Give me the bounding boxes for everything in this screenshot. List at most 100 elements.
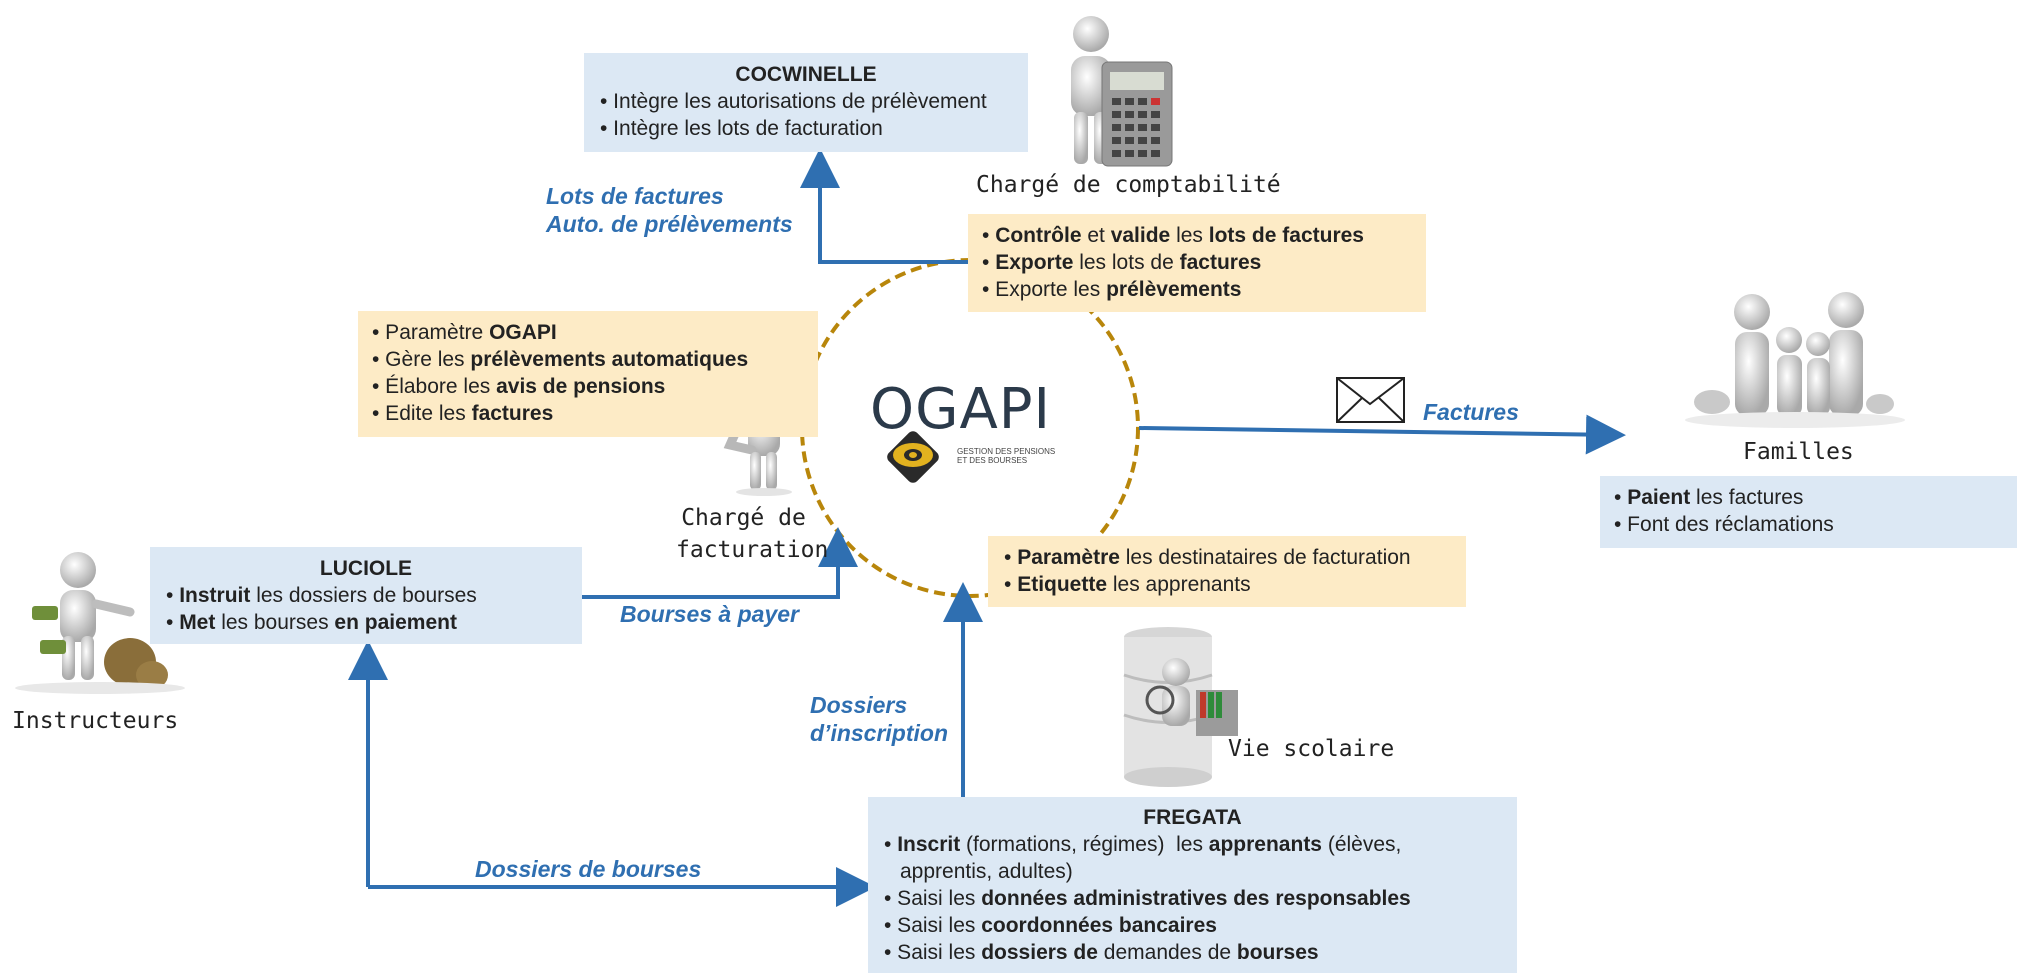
list-item: • Saisi les dossiers de demandes de bour…: [884, 939, 1517, 966]
fregata-title: FREGATA: [1143, 806, 1242, 829]
cocwinelle-title: COCWINELLE: [735, 63, 877, 86]
list-item-text: • Exporte les: [982, 278, 1107, 301]
list-item-bold-text: coordonnées bancaires: [981, 914, 1217, 937]
luciole-box: LUCIOLE • Instruit les dossiers de bours…: [150, 547, 582, 644]
list-item-bold-text: en paiement: [334, 611, 457, 634]
list-item-text: •: [1004, 546, 1018, 569]
ogapi-logo-emblem: [887, 431, 939, 483]
list-item-text: • Gère les: [372, 348, 471, 371]
flow-label-lots-line1: Lots de factures: [546, 183, 724, 209]
luciole-list: • Instruit les dossiers de bourses• Met …: [166, 582, 582, 636]
list-item-text: •: [166, 584, 180, 607]
list-item-text: les factures: [1690, 486, 1804, 509]
family-figure-icon: [1685, 292, 1905, 428]
list-item-bold-text: Instruit: [179, 584, 251, 607]
flow-label-dossiers-inscription: Dossiers d’inscription: [810, 691, 948, 747]
list-item-bold-text: Contrôle: [995, 224, 1082, 247]
ogapi-tagline: GESTION DES PENSIONS ET DES BOURSES: [957, 447, 1055, 465]
list-item: • Gère les prélèvements automatiques: [372, 346, 818, 373]
list-item-text: •: [982, 251, 996, 274]
list-item-bold-text: données administratives des responsables: [981, 887, 1411, 910]
flow-label-bourses-a-payer: Bourses à payer: [620, 601, 799, 627]
arrow-factures: [1138, 414, 1626, 455]
list-item-bold-text: valide: [1110, 224, 1171, 247]
list-item: • Instruit les dossiers de bourses: [166, 582, 582, 609]
list-item: apprentis, adultes): [884, 858, 1517, 885]
list-item-text: •: [1614, 486, 1628, 509]
list-item-text: • Paramètre: [372, 321, 490, 344]
actor-facturation-line2: facturation: [676, 537, 829, 563]
list-item-text: • Élabore les: [372, 375, 497, 398]
actor-facturation-line1: Chargé de: [681, 505, 806, 531]
list-item-bold-text: Etiquette: [1017, 573, 1108, 596]
list-item-text: (élèves,: [1322, 833, 1402, 856]
list-item: • Intègre les autorisations de prélèveme…: [600, 88, 1028, 115]
list-item: • Paient les factures: [1614, 484, 2017, 511]
cocwinelle-list: • Intègre les autorisations de prélèveme…: [600, 88, 1028, 142]
list-item-bold-text: factures: [471, 402, 554, 425]
list-item: • Paramètre les destinataires de factura…: [1004, 544, 1466, 571]
list-item-bold-text: apprenants: [1208, 833, 1322, 856]
list-item-text: apprentis, adultes): [900, 860, 1073, 883]
vie-scolaire-box: • Paramètre les destinataires de factura…: [988, 536, 1466, 607]
fregata-list: • Inscrit (formations, régimes) les appr…: [884, 831, 1517, 966]
list-item: • Inscrit (formations, régimes) les appr…: [884, 831, 1517, 858]
list-item-bold-text: Paramètre: [1017, 546, 1120, 569]
actor-facturation: Chargé de facturation: [676, 502, 829, 566]
list-item-bold-text: lots de factures: [1208, 224, 1364, 247]
list-item-bold-text: dossiers de: [981, 941, 1098, 964]
list-item: • Paramètre OGAPI: [372, 319, 818, 346]
list-item-bold-text: prélèvements: [1106, 278, 1242, 301]
luciole-title: LUCIOLE: [319, 557, 413, 580]
list-item-text: • Intègre les lots de facturation: [600, 117, 883, 140]
list-item: • Met les bourses en paiement: [166, 609, 582, 636]
cocwinelle-box: COCWINELLE • Intègre les autorisations d…: [584, 53, 1028, 152]
list-item-text: • Saisi les: [884, 941, 982, 964]
vie-scolaire-list: • Paramètre les destinataires de factura…: [1004, 544, 1466, 598]
flow-label-dossiers-line2: d’inscription: [810, 720, 948, 746]
list-item-bold-text: Exporte: [995, 251, 1074, 274]
list-item-bold-text: avis de pensions: [496, 375, 666, 398]
list-item-text: les lots de: [1073, 251, 1180, 274]
list-item-text: demandes de: [1097, 941, 1237, 964]
list-item-bold-text: Met: [179, 611, 216, 634]
flow-label-dossiers-bourses: Dossiers de bourses: [475, 856, 702, 882]
list-item-text: • Edite les: [372, 402, 472, 425]
list-item-bold-text: factures: [1179, 251, 1262, 274]
ogapi-tagline-line2: ET DES BOURSES: [957, 456, 1028, 465]
flow-label-dossiers-line1: Dossiers: [810, 692, 908, 718]
list-item-text: • Saisi les: [884, 887, 982, 910]
list-item-text: •: [166, 611, 180, 634]
list-item-text: • Saisi les: [884, 914, 982, 937]
arrow-bourses-a-payer: [582, 527, 858, 599]
list-item: • Etiquette les apprenants: [1004, 571, 1466, 598]
fregata-box: FREGATA • Inscrit (formations, régimes) …: [868, 797, 1517, 973]
list-item-text: •: [1004, 573, 1018, 596]
vie-scolaire-figure-icon: [1123, 627, 1238, 787]
list-item: • Exporte les prélèvements: [982, 276, 1426, 303]
list-item-bold-text: bourses: [1236, 941, 1319, 964]
list-item-text: • Intègre les autorisations de prélèveme…: [600, 90, 987, 113]
list-item-bold-text: Paient: [1627, 486, 1691, 509]
familles-list: • Paient les factures• Font des réclamat…: [1614, 484, 2017, 538]
list-item-text: (formations, régimes) les: [960, 833, 1209, 856]
list-item-text: • Font des réclamations: [1614, 513, 1834, 536]
list-item: • Saisi les coordonnées bancaires: [884, 912, 1517, 939]
ogapi-logo: OGAPI: [870, 377, 1052, 442]
list-item-text: et: [1081, 224, 1111, 247]
list-item-text: •: [982, 224, 996, 247]
actor-vie-scolaire: Vie scolaire: [1228, 736, 1395, 762]
actor-familles: Familles: [1743, 439, 1854, 465]
flow-label-lots-line2: Auto. de prélèvements: [546, 211, 793, 237]
list-item-text: les apprenants: [1107, 573, 1251, 596]
arrow-lots-factures: [800, 148, 970, 264]
envelope-icon: [1336, 377, 1405, 423]
list-item: • Intègre les lots de facturation: [600, 115, 1028, 142]
familles-box: • Paient les factures• Font des réclamat…: [1600, 476, 2017, 548]
list-item-text: •: [884, 833, 898, 856]
instructor-figure-icon: [15, 552, 185, 694]
ogapi-tagline-line1: GESTION DES PENSIONS: [957, 447, 1056, 456]
facturation-box: • Paramètre OGAPI• Gère les prélèvements…: [358, 311, 818, 437]
list-item-bold-text: Inscrit: [897, 833, 961, 856]
